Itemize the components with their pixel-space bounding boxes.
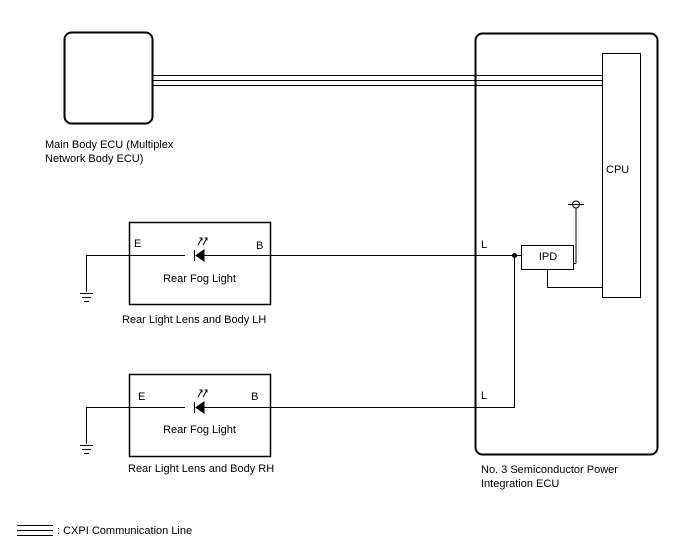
junction-dot: [512, 253, 517, 258]
lamp-rh-terminal-e: E: [138, 391, 146, 403]
lamp-rh-label: Rear Fog Light: [163, 424, 236, 436]
legend-cxpi-label: : CXPI Communication Line: [57, 525, 193, 537]
cpu-label: CPU: [606, 164, 630, 176]
power-ecu-label-line2: Integration ECU: [481, 478, 560, 490]
cxpi-communication-line: [153, 75, 602, 86]
terminal-l-lower: L: [481, 390, 488, 402]
main-body-ecu-box: [63, 31, 154, 125]
led-rh-icon: [194, 389, 208, 414]
lamp-lh-box: [128, 221, 272, 306]
lamp-lh-label: Rear Fog Light: [163, 273, 236, 285]
power-ecu-label-line1: No. 3 Semiconductor Power: [481, 464, 618, 476]
ground-icon: [80, 445, 93, 454]
cpu-block: [602, 53, 641, 298]
power-integration-ecu-box: [474, 32, 659, 456]
main-body-ecu-label-line1: Main Body ECU (Multiplex: [45, 139, 174, 151]
lamp-lh-assembly-label: Rear Light Lens and Body LH: [122, 314, 267, 326]
power-supply-icon: [568, 200, 584, 209]
lamp-lh-terminal-b: B: [256, 240, 264, 252]
led-lh-icon: [194, 237, 208, 262]
lamp-rh-box: [128, 373, 272, 458]
lamp-lh-terminal-e: E: [134, 238, 142, 250]
legend-cxpi-symbol: [17, 525, 53, 536]
terminal-l-upper: L: [481, 239, 488, 251]
lamp-rh-terminal-b: B: [251, 391, 259, 403]
ipd-block: [521, 245, 574, 270]
lamp-rh-assembly-label: Rear Light Lens and Body RH: [128, 463, 275, 475]
ground-icon: [80, 293, 93, 302]
main-body-ecu-label-line2: Network Body ECU): [45, 153, 144, 165]
ipd-label: IPD: [538, 251, 558, 263]
